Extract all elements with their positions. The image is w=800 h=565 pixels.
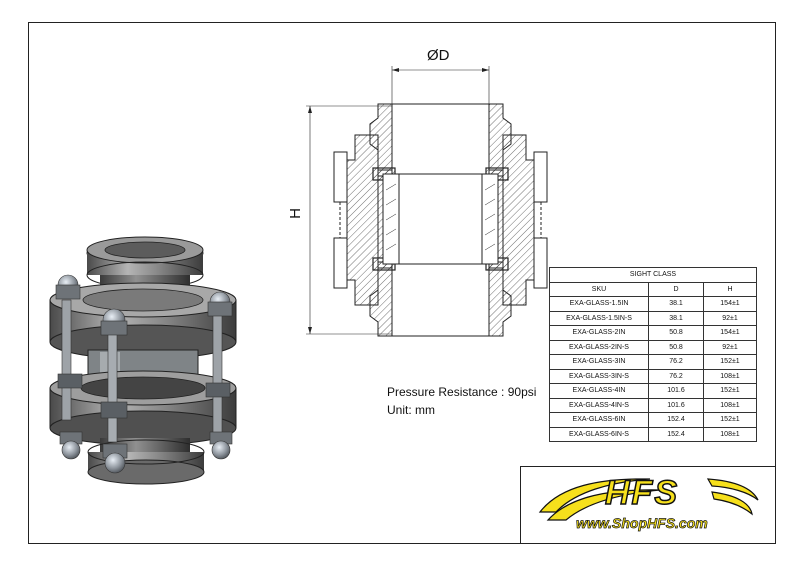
sku-cell: EXA-GLASS-1.5IN [549,296,649,312]
drawing-frame [28,22,776,544]
d-cell: 50.8 [648,339,704,355]
h-cell: 92±1 [703,339,757,355]
d-cell: 152.4 [648,412,704,428]
h-cell: 152±1 [703,383,757,399]
column-header-h: H [703,281,757,297]
sku-cell: EXA-GLASS-6IN [549,412,649,428]
cross-section-drawing [306,66,548,337]
d-cell: 76.2 [648,354,704,370]
h-cell: 154±1 [703,296,757,312]
h-cell: 108±1 [703,426,757,442]
height-dimension-label: H [286,208,304,219]
table-title: SIGHT CLASS [549,267,757,283]
h-cell: 152±1 [703,412,757,428]
sku-cell: EXA-GLASS-2IN-S [549,339,649,355]
sku-cell: EXA-GLASS-2IN [549,325,649,341]
column-header-sku: SKU [549,281,649,297]
d-cell: 152.4 [648,426,704,442]
column-header-d: D [648,281,704,297]
unit-note: Unit: mm [387,403,435,417]
h-cell: 154±1 [703,325,757,341]
logo-box [520,466,776,544]
d-cell: 76.2 [648,368,704,384]
sku-cell: EXA-GLASS-4IN [549,383,649,399]
h-cell: 108±1 [703,368,757,384]
h-cell: 92±1 [703,310,757,326]
d-cell: 38.1 [648,310,704,326]
d-cell: 38.1 [648,296,704,312]
sku-cell: EXA-GLASS-1.5IN-S [549,310,649,326]
pressure-resistance-note: Pressure Resistance : 90psi [387,385,537,399]
d-cell: 50.8 [648,325,704,341]
sku-cell: EXA-GLASS-6IN-S [549,426,649,442]
sku-cell: EXA-GLASS-3IN-S [549,368,649,384]
hfs-logo-text: HFS [604,473,679,513]
d-cell: 101.6 [648,397,704,413]
diameter-dimension-label: ØD [427,47,450,64]
h-cell: 152±1 [703,354,757,370]
sku-cell: EXA-GLASS-4IN-S [549,397,649,413]
sight-glass-3d-illustration [49,236,237,485]
d-cell: 101.6 [648,383,704,399]
sku-cell: EXA-GLASS-3IN [549,354,649,370]
hfs-logo-graphic [538,478,759,521]
website-url: www.ShopHFS.com [576,515,708,532]
h-cell: 108±1 [703,397,757,413]
